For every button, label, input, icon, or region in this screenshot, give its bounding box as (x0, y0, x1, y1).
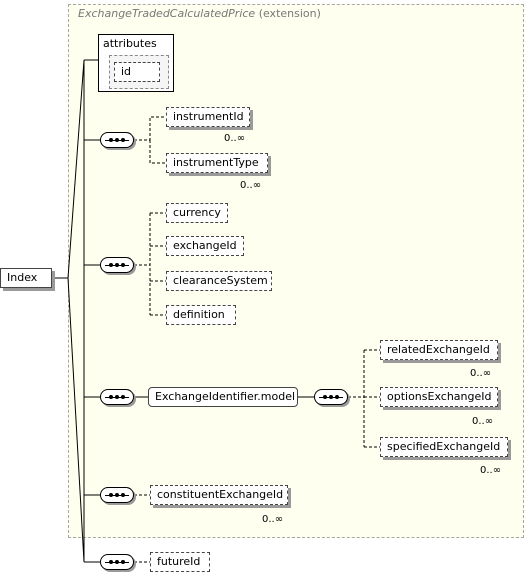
specifiedExchangeId-multiplicity: 0..∞ (480, 465, 502, 476)
extension-suffix: (extension) (258, 7, 321, 20)
clearanceSystem-label: clearanceSystem (173, 274, 268, 287)
instrumentId-multiplicity: 0..∞ (224, 133, 246, 144)
link-instrumentId (134, 116, 166, 141)
instrumentType-multiplicity: 0..∞ (240, 180, 262, 191)
specifiedExchangeId-label: specifiedExchangeId (387, 440, 501, 453)
attributes-title: attributes (103, 37, 157, 50)
optionsExchangeId-multiplicity: 0..∞ (472, 416, 494, 427)
element-currency[interactable]: currency (166, 203, 228, 223)
definition-label: definition (173, 308, 225, 321)
group-exchange-identifier-model[interactable]: ExchangeIdentifier.model (148, 387, 298, 407)
sequence-compositor-3[interactable] (100, 389, 134, 405)
extension-type-name: ExchangeTradedCalculatedPrice (78, 7, 256, 20)
sequence-compositor-1[interactable] (100, 132, 134, 148)
root-trunk-down (67, 277, 85, 563)
sequence-compositor-4[interactable] (100, 487, 134, 503)
element-definition[interactable]: definition (166, 305, 236, 325)
element-exchangeId[interactable]: exchangeId (166, 236, 244, 256)
attribute-id[interactable]: id (114, 62, 160, 82)
root-label: Index (7, 271, 38, 284)
model-label: ExchangeIdentifier.model (155, 390, 296, 403)
futureId-label: futureId (157, 555, 201, 568)
root-element-index[interactable]: Index (0, 268, 52, 288)
instrumentId-label: instrumentId (173, 110, 244, 123)
element-clearanceSystem[interactable]: clearanceSystem (166, 271, 272, 291)
exchangeId-label: exchangeId (173, 239, 237, 252)
link-instrumentType (149, 140, 166, 164)
extension-title: ExchangeTradedCalculatedPrice (extension… (78, 7, 321, 20)
element-constituentExchangeId[interactable]: constituentExchangeId (150, 485, 288, 505)
element-futureId[interactable]: futureId (150, 552, 210, 572)
optionsExchangeId-label: optionsExchangeId (387, 390, 492, 403)
relatedExchangeId-label: relatedExchangeId (387, 343, 490, 356)
relatedExchangeId-multiplicity: 0..∞ (470, 368, 492, 379)
element-specifiedExchangeId[interactable]: specifiedExchangeId (380, 437, 508, 457)
element-instrumentType[interactable]: instrumentType (166, 153, 268, 173)
sequence-compositor-5[interactable] (100, 554, 134, 570)
sequence-compositor-2[interactable] (100, 257, 134, 273)
element-relatedExchangeId[interactable]: relatedExchangeId (380, 340, 498, 360)
sequence-compositor-model[interactable] (314, 389, 348, 405)
instrumentType-label: instrumentType (173, 156, 259, 169)
root-trunk-up (67, 59, 85, 279)
element-instrumentId[interactable]: instrumentId (166, 107, 250, 127)
constituentExchangeId-multiplicity: 0..∞ (262, 514, 284, 525)
constituentExchangeId-label: constituentExchangeId (157, 488, 284, 501)
currency-label: currency (173, 206, 221, 219)
element-optionsExchangeId[interactable]: optionsExchangeId (380, 387, 498, 407)
attribute-id-label: id (121, 65, 132, 78)
